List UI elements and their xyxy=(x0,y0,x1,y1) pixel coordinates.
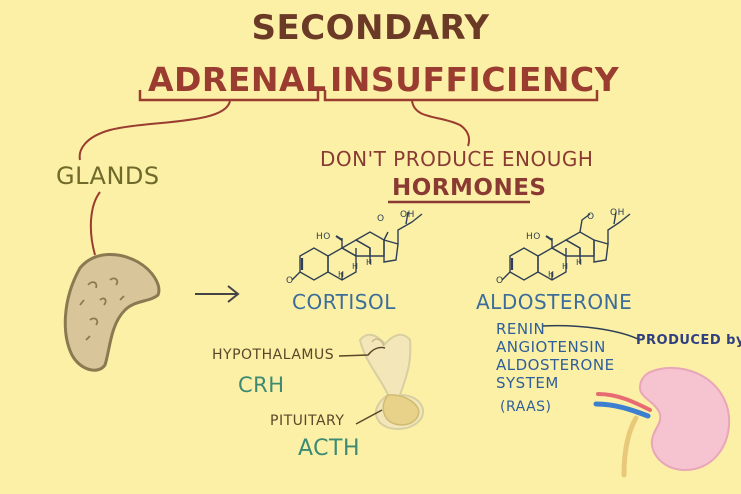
raas-abbrev: (RAAS) xyxy=(500,399,552,415)
arrow-right-icon xyxy=(195,285,240,303)
glands-to-gland-line xyxy=(89,191,101,256)
molecule-oh-label: OH xyxy=(400,210,415,220)
aldosterone-label: ALDOSTERONE xyxy=(476,290,633,314)
molecule-h-label: H xyxy=(562,262,569,271)
adrenal-to-glands-line xyxy=(78,100,231,161)
title-adrenal: ADRENAL xyxy=(148,60,327,99)
glands-label: GLANDS xyxy=(56,162,160,190)
molecule-o-label: O xyxy=(377,214,385,224)
molecule-oh-label: OH xyxy=(610,208,625,218)
cortisol-label: CORTISOL xyxy=(292,290,396,314)
crh-label: CRH xyxy=(238,373,285,397)
kidney-icon xyxy=(593,367,731,478)
pituitary-pointer-line xyxy=(355,409,383,425)
molecule-h-label: H xyxy=(548,270,555,279)
raas-line-angiotensin: ANGIOTENSIN xyxy=(496,338,606,356)
raas-line-system: SYSTEM xyxy=(496,374,559,392)
title-secondary: SECONDARY xyxy=(251,8,490,48)
acth-label: ACTH xyxy=(298,436,361,461)
molecule-ho-label: HO xyxy=(526,232,541,242)
hypothalamus-pointer-line xyxy=(338,346,386,357)
molecule-h-label: H xyxy=(366,258,373,267)
molecule-o-label: O xyxy=(587,212,595,222)
title-insufficiency: INSUFFICIENCY xyxy=(330,60,620,99)
molecule-ho-label: HO xyxy=(316,232,331,242)
molecule-h-label: H xyxy=(338,270,345,279)
adrenal-bracket xyxy=(138,90,320,102)
renin-connector-line xyxy=(541,324,641,341)
insufficiency-to-hormones-line xyxy=(411,100,470,147)
pituitary-label: PITUITARY xyxy=(270,413,345,429)
molecule-o-label: O xyxy=(286,276,294,286)
hypothalamus-label: HYPOTHALAMUS xyxy=(212,347,335,363)
dont-produce-label: DON'T PRODUCE ENOUGH xyxy=(320,147,594,171)
molecule-h-label: H xyxy=(576,258,583,267)
molecule-h-label: H xyxy=(352,262,359,271)
raas-line-renin: RENIN xyxy=(496,320,546,338)
produced-by-label: PRODUCED by xyxy=(636,333,741,348)
steroid-molecule-icon xyxy=(291,211,423,281)
hypothalamus-pituitary-icon xyxy=(358,333,425,430)
adrenal-gland-icon xyxy=(63,252,161,372)
steroid-molecule-icon xyxy=(501,211,631,281)
molecule-o-label: O xyxy=(496,276,504,286)
insufficiency-bracket xyxy=(323,90,599,102)
hormones-label: HORMONES xyxy=(392,175,547,201)
raas-line-aldosterone: ALDOSTERONE xyxy=(496,356,615,374)
